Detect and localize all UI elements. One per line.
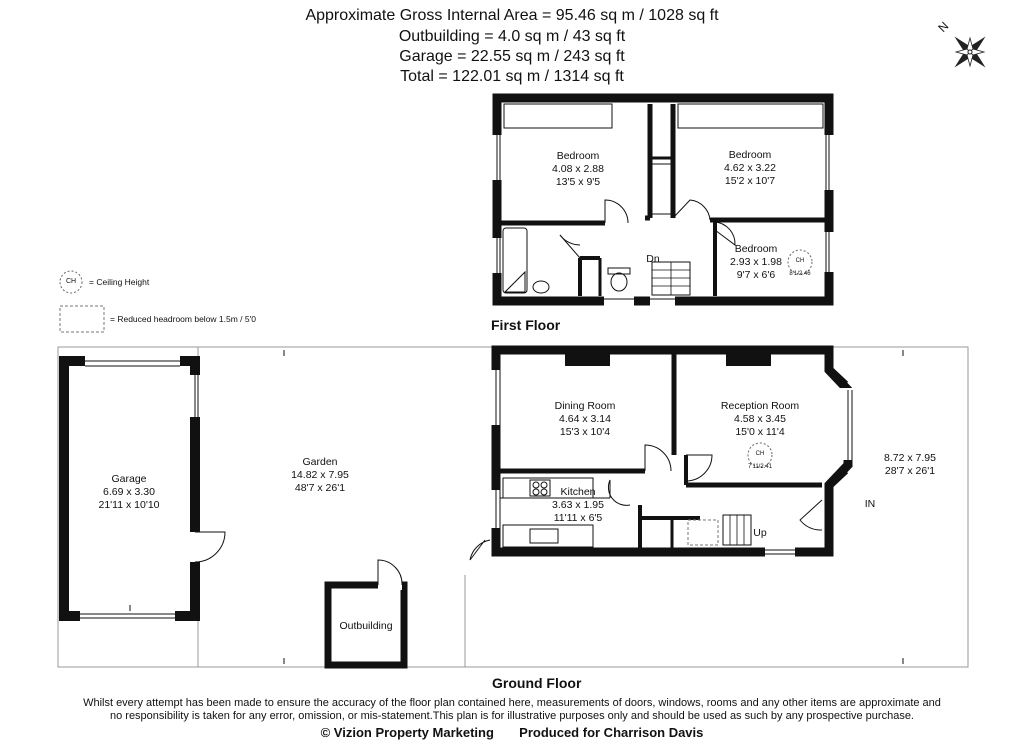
produced-for-credit: Produced for Charrison Davis — [519, 725, 704, 740]
ground-floor-title: Ground Floor — [492, 675, 582, 691]
ceiling-height-legend-icon — [59, 270, 83, 294]
outbuilding-label: Outbuilding — [339, 620, 393, 632]
reduced-headroom-legend-icon — [59, 305, 105, 333]
garage-area: Garage = 22.55 sq m / 243 sq ft — [399, 48, 625, 65]
outbuilding-plan — [324, 559, 408, 669]
outbuilding-area: Outbuilding = 4.0 sq m / 43 sq ft — [398, 28, 626, 45]
garage-plan — [59, 355, 226, 622]
stairs-down-label: Dn — [646, 253, 660, 265]
total-area: Total = 122.01 sq m / 1314 sq ft — [400, 68, 624, 85]
entrance-label: IN — [864, 498, 876, 510]
disclaimer-line-2: no responsibility is taken for any error… — [109, 710, 914, 722]
stairs-up-label: Up — [753, 527, 767, 539]
disclaimer-line-1: Whilst every attempt has been made to en… — [83, 697, 941, 709]
credits: © Vizion Property Marketing Produced for… — [0, 725, 1024, 740]
dimension-ticks — [129, 350, 904, 664]
first-floor-title: First Floor — [491, 317, 561, 333]
ground-floor-plan — [469, 345, 855, 561]
gross-internal-area: Approximate Gross Internal Area = 95.46 … — [305, 7, 719, 24]
first-floor-plan — [492, 93, 834, 306]
ceiling-height-legend-symbol: CH — [66, 278, 77, 285]
marketing-credit: © Vizion Property Marketing — [320, 725, 494, 740]
ceiling-height-legend-text: = Ceiling Height — [89, 277, 150, 287]
reduced-headroom-legend-text: = Reduced headroom below 1.5m / 5'0 — [110, 314, 256, 324]
compass-rose-icon — [954, 36, 986, 68]
